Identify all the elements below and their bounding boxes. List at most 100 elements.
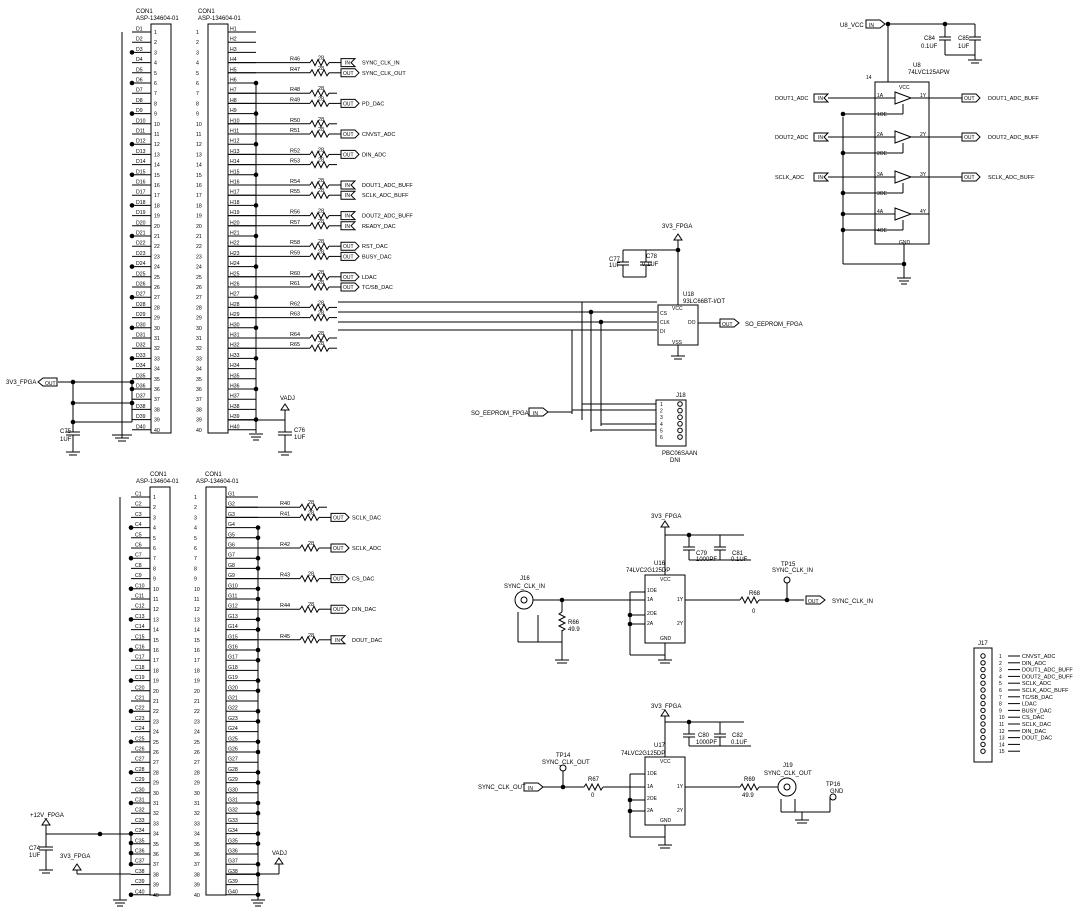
svg-text:OUT: OUT bbox=[808, 599, 819, 605]
pin-number: 35 bbox=[153, 842, 159, 848]
d-pin-label: D19 bbox=[136, 210, 146, 216]
h-pin-label: H33 bbox=[230, 353, 240, 359]
svg-text:CLK: CLK bbox=[660, 320, 670, 326]
pin-number: 18 bbox=[153, 668, 159, 674]
resistor-ref: R40 bbox=[280, 501, 290, 507]
g-pin-label: G29 bbox=[228, 777, 238, 783]
pin-number: 30 bbox=[196, 326, 202, 332]
d-pin-label: D39 bbox=[136, 414, 146, 420]
pin-number: 18 bbox=[196, 203, 202, 209]
pin-number: 25 bbox=[154, 275, 160, 281]
pin-number: 28 bbox=[194, 770, 200, 776]
pin-number: 16 bbox=[154, 183, 160, 189]
pin-number: 25 bbox=[194, 740, 200, 746]
g-pin-label: G10 bbox=[228, 583, 238, 589]
d-pin-label: D26 bbox=[136, 282, 146, 288]
svg-text:OUT: OUT bbox=[343, 275, 354, 281]
net-label: TC/SB_DAC bbox=[362, 285, 393, 291]
svg-text:SYNC_CLK_OUT: SYNC_CLK_OUT bbox=[478, 785, 526, 791]
pin-number: 10 bbox=[154, 122, 160, 128]
c-pin-label: C40 bbox=[135, 889, 145, 895]
pin-number: 35 bbox=[194, 842, 200, 848]
pin-number: 22 bbox=[196, 244, 202, 250]
svg-text:13: 13 bbox=[999, 736, 1005, 742]
h-pin-label: H12 bbox=[230, 139, 240, 145]
g-pin-label: G7 bbox=[228, 553, 235, 559]
g-pin-label: G20 bbox=[228, 685, 238, 691]
u16-buffer: U16 74LVC2G125DP VCC GND 1OE 1A 2OE 2A 1… bbox=[504, 514, 873, 664]
svg-text:C74: C74 bbox=[29, 846, 41, 852]
resistor-val: 28 bbox=[308, 541, 314, 547]
pin-number: 38 bbox=[194, 872, 200, 878]
svg-text:4: 4 bbox=[660, 422, 663, 428]
g-pin-label: G5 bbox=[228, 532, 235, 538]
svg-text:IN: IN bbox=[528, 786, 533, 792]
svg-text:C78: C78 bbox=[646, 254, 658, 260]
svg-text:74LVC2G125DP: 74LVC2G125DP bbox=[626, 568, 670, 574]
g-pin-label: G26 bbox=[228, 747, 238, 753]
c-pin-label: C21 bbox=[135, 696, 145, 702]
resistor-ref: R50 bbox=[290, 118, 300, 124]
h-pin-label: H17 bbox=[230, 190, 240, 196]
pin-number: 19 bbox=[194, 679, 200, 685]
svg-text:1UF: 1UF bbox=[29, 853, 41, 859]
svg-text:C81: C81 bbox=[732, 551, 744, 557]
c76-val: 1UF bbox=[294, 435, 306, 441]
pin-number: 33 bbox=[154, 356, 160, 362]
pin-number: 16 bbox=[153, 648, 159, 654]
pin-number: 1 bbox=[196, 30, 199, 36]
pin-number: 2 bbox=[194, 505, 197, 511]
c-pin-label: C20 bbox=[135, 685, 145, 691]
svg-text:VCC: VCC bbox=[660, 577, 671, 583]
h-pin-label: H3 bbox=[230, 47, 237, 53]
pin-number: 26 bbox=[154, 285, 160, 291]
d-pin-label: D29 bbox=[136, 312, 146, 318]
pin-number: 19 bbox=[153, 679, 159, 685]
d-pin-label: D21 bbox=[136, 231, 146, 237]
pin-number: 11 bbox=[154, 132, 159, 138]
resistor-ref: R61 bbox=[290, 281, 300, 287]
svg-text:OUT: OUT bbox=[964, 175, 975, 181]
svg-text:1: 1 bbox=[660, 402, 663, 408]
resistor-val: 28 bbox=[318, 331, 324, 337]
pin-number: 8 bbox=[194, 566, 197, 572]
svg-text:0.1UF: 0.1UF bbox=[731, 557, 748, 563]
resistor-val: 28 bbox=[318, 209, 324, 215]
pin-number: 40 bbox=[196, 428, 202, 434]
g-pin-label: G4 bbox=[228, 522, 235, 528]
c-pin-label: C23 bbox=[135, 716, 145, 722]
h-pin-label: H26 bbox=[230, 282, 240, 288]
c-pin-label: C31 bbox=[135, 798, 145, 804]
net-label: DIN_DAC bbox=[352, 607, 376, 613]
pin-number: 16 bbox=[194, 648, 200, 654]
c-pin-label: C11 bbox=[135, 594, 144, 600]
svg-text:1A: 1A bbox=[877, 93, 884, 99]
svg-text:IN: IN bbox=[818, 175, 823, 181]
svg-text:DNI: DNI bbox=[670, 458, 681, 464]
c-pin-label: C35 bbox=[135, 838, 145, 844]
pin-number: 39 bbox=[194, 883, 200, 889]
con1-h-part: ASP-134604-01 bbox=[198, 16, 241, 22]
h-pin-label: H4 bbox=[230, 57, 237, 63]
svg-text:VCC: VCC bbox=[672, 306, 683, 312]
h-pin-label: H28 bbox=[230, 302, 240, 308]
pin-number: 10 bbox=[196, 122, 202, 128]
h-pin-label: H34 bbox=[230, 363, 240, 369]
pin-number: 5 bbox=[154, 71, 157, 77]
resistor-ref: R65 bbox=[290, 342, 300, 348]
svg-text:3V3_FPGA: 3V3_FPGA bbox=[651, 514, 681, 520]
h-pin-label: H13 bbox=[230, 149, 240, 155]
g-pin-label: G15 bbox=[228, 634, 238, 640]
vadj-top-label: VADJ bbox=[280, 396, 295, 402]
u8-buffer: U8 74LVC125APW 14 VCC GND IN U8_VCC C84 … bbox=[775, 19, 1039, 285]
j17-net: DOUT1_ADC_BUFF bbox=[1022, 668, 1073, 674]
g-pin-label: G22 bbox=[228, 706, 238, 712]
svg-text:GND: GND bbox=[830, 789, 844, 795]
h-pin-label: H15 bbox=[230, 169, 240, 175]
u18-supply: 3V3_FPGA bbox=[662, 224, 692, 230]
con1-d-pins: D11D22D33D44D55D66D77D88D99D1010D1111D12… bbox=[129, 27, 160, 434]
con1-d-ref: CON1 bbox=[136, 9, 153, 15]
pin-number: 23 bbox=[194, 719, 200, 725]
